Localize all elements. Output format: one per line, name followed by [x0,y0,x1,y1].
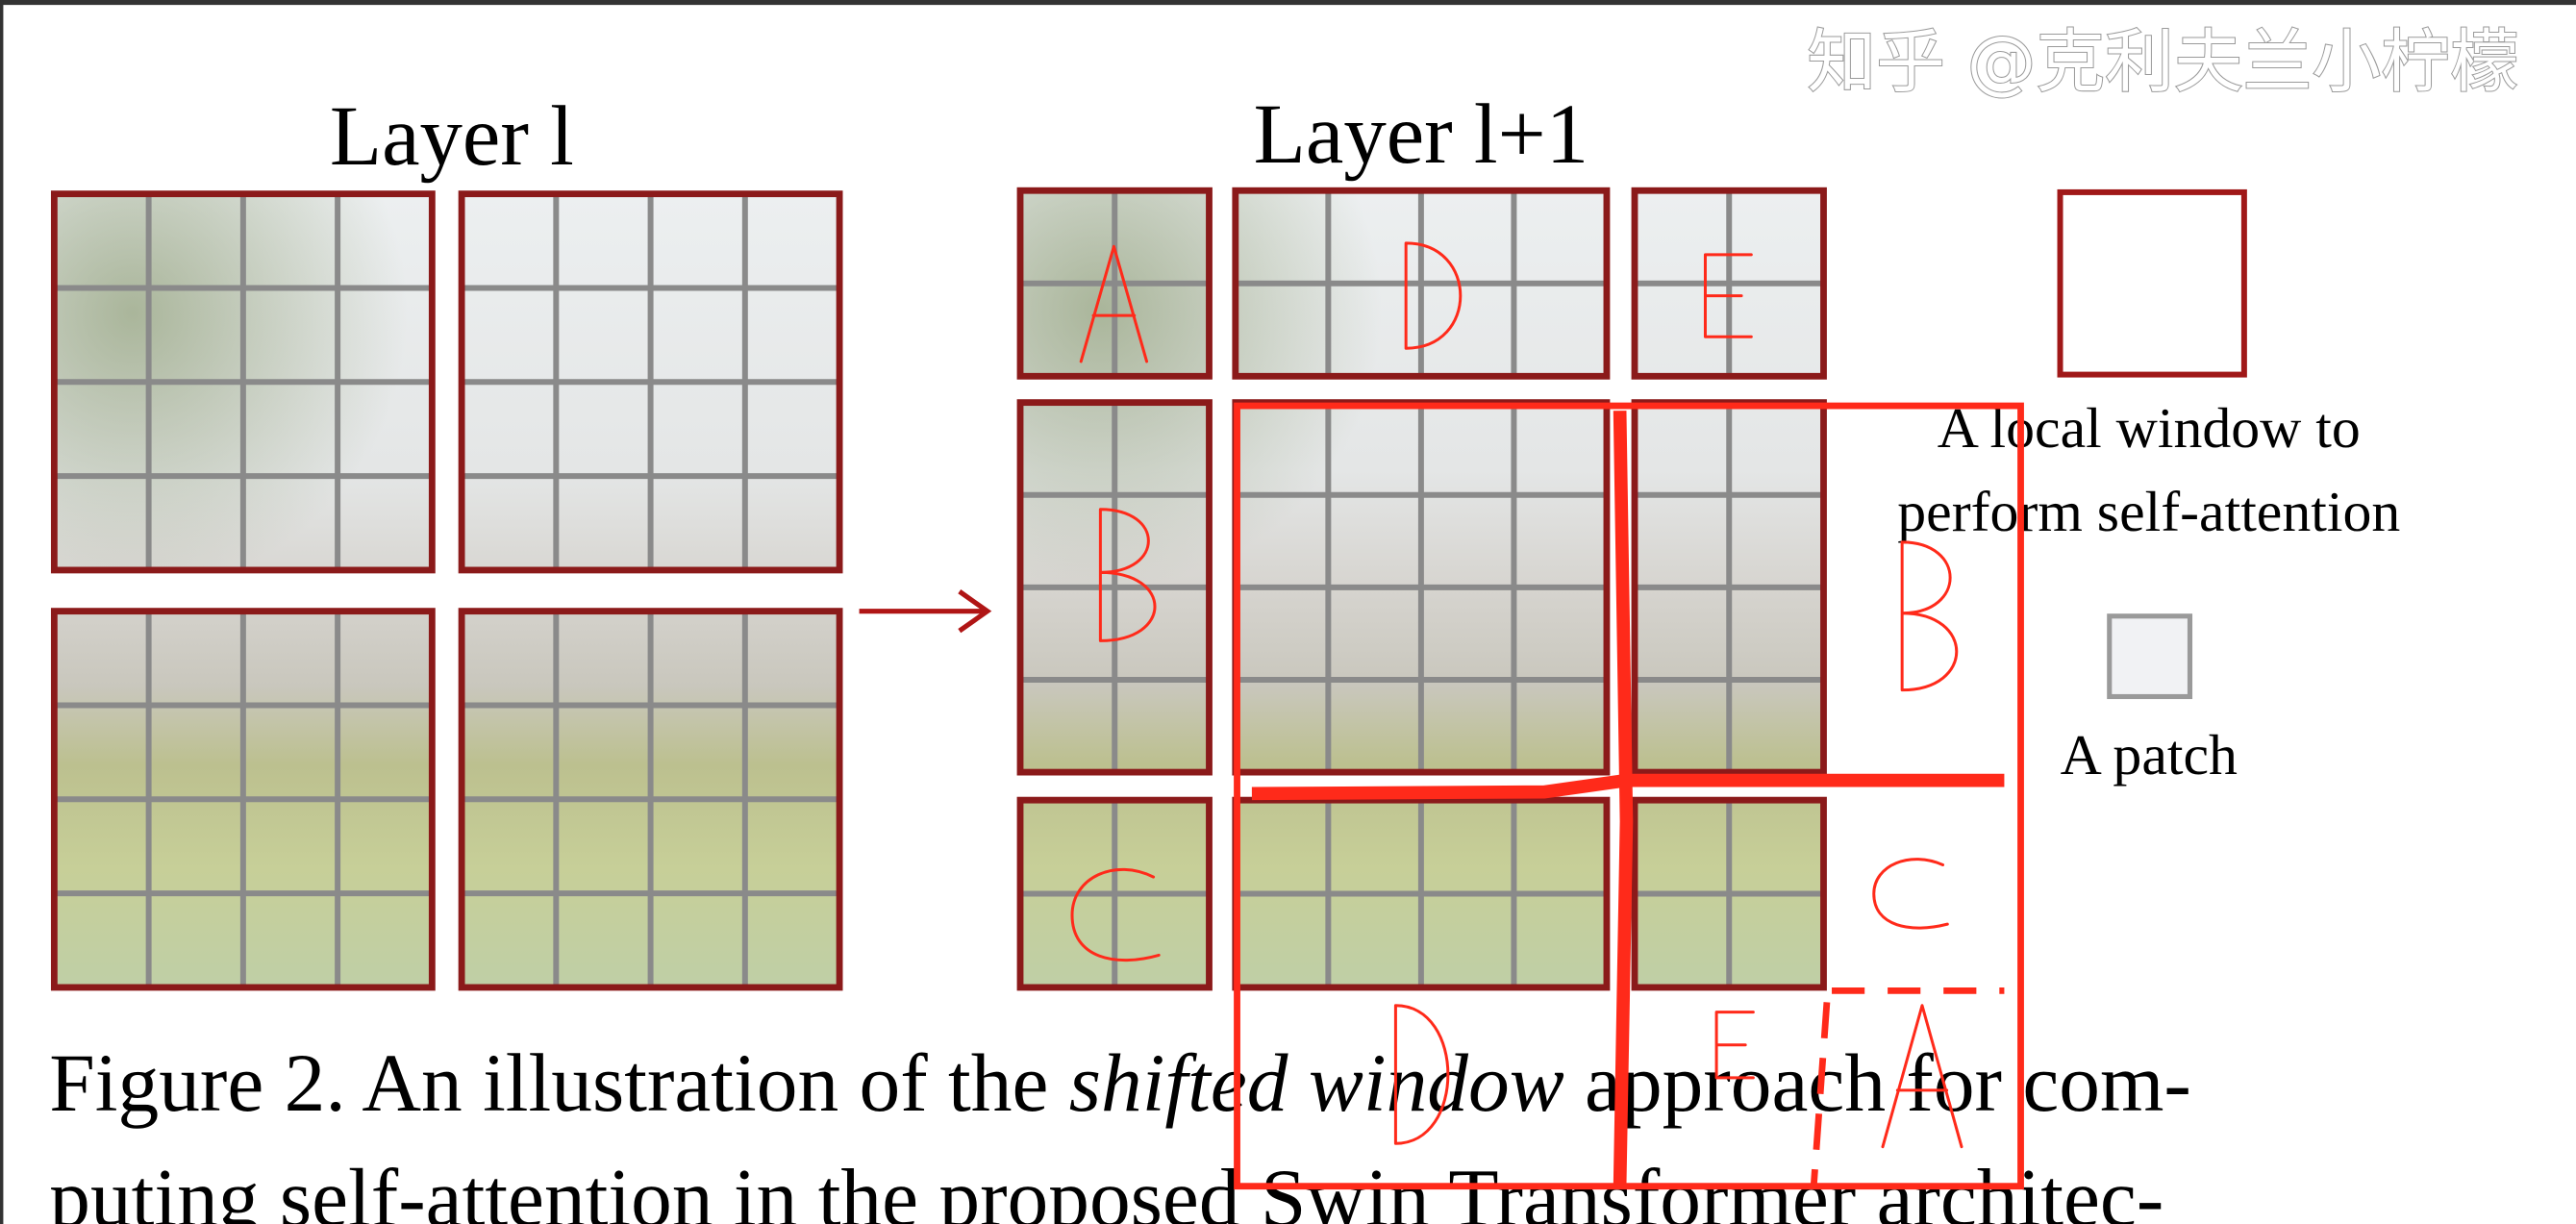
dashed-line-vertical [1810,1002,1831,1187]
handwritten-label-shifted-right-top [1902,542,1957,690]
window-border [458,608,843,991]
handwritten-label-top-left [1081,246,1146,362]
top-border [0,0,2576,6]
handwritten-label-top-middle [1406,243,1461,348]
caption-prefix: Figure 2. An illustration of the [49,1038,1069,1129]
window-l1-2-2 [1631,796,1827,991]
vertical-divider [1613,411,1634,1187]
handwritten-label-shifted-bottom-left [1395,1006,1447,1144]
left-border [0,0,4,1224]
caption-suffix: approach for com- [1564,1038,2191,1129]
window-l-3 [50,608,436,991]
handwritten-letter-b [1902,542,1957,690]
window-border [1016,399,1213,776]
legend-window-label-2: perform self-attention [1897,480,2400,543]
window-l-4 [458,608,843,991]
window-border [1016,187,1213,380]
window-border [1016,796,1213,991]
handwritten-letter-a [1081,246,1146,362]
handwritten-label-bottom-left [1072,869,1159,960]
window-l1-0-0 [1016,187,1213,380]
window-l1-1-0 [1016,399,1213,776]
window-l-2 [458,190,843,574]
handwritten-label-shifted-bottom-right [1883,1006,1962,1147]
legend-patch-label: A patch [2061,723,2238,787]
layer-l1-title: Layer l+1 [1254,87,1588,182]
window-l-1 [50,190,436,574]
layer-l-title: Layer l [330,89,574,184]
handwritten-label-middle-left [1100,510,1155,641]
window-border [50,608,436,991]
handwritten-label-top-right [1705,255,1751,337]
caption-italic: shifted window [1069,1038,1564,1129]
handwritten-letter-c [1072,869,1159,960]
handwritten-label-shifted-bottom-middle [1716,1012,1753,1078]
legend-window-swatch [2057,188,2247,378]
caption-line-1: Figure 2. An illustration of the shifted… [49,1038,2191,1129]
handwritten-letter-b [1100,510,1155,641]
shifted-window-outline [1234,402,2024,1190]
handwritten-letter-e [1716,1012,1753,1078]
window-border [50,190,436,574]
arrow-right-icon [859,589,992,634]
window-border [458,190,843,574]
window-l1-0-2 [1631,187,1827,380]
window-border [1631,187,1827,380]
handwritten-letter-c [1874,860,1948,929]
legend-patch-swatch [2107,613,2193,700]
annotations [1072,243,2021,1187]
window-border [1631,796,1827,991]
watermark: 知乎 @克利夫兰小柠檬 [1807,21,2518,102]
window-l1-2-0 [1016,796,1213,991]
handwritten-letter-d [1395,1006,1447,1144]
handwritten-letter-a [1883,1006,1962,1147]
horizontal-divider [1251,773,2005,801]
handwritten-letter-e [1705,255,1751,337]
handwritten-label-shifted-right-bottom [1874,860,1948,929]
window-l1-2-1 [1232,796,1611,991]
handwritten-letter-d [1406,243,1461,348]
window-border [1232,187,1611,380]
